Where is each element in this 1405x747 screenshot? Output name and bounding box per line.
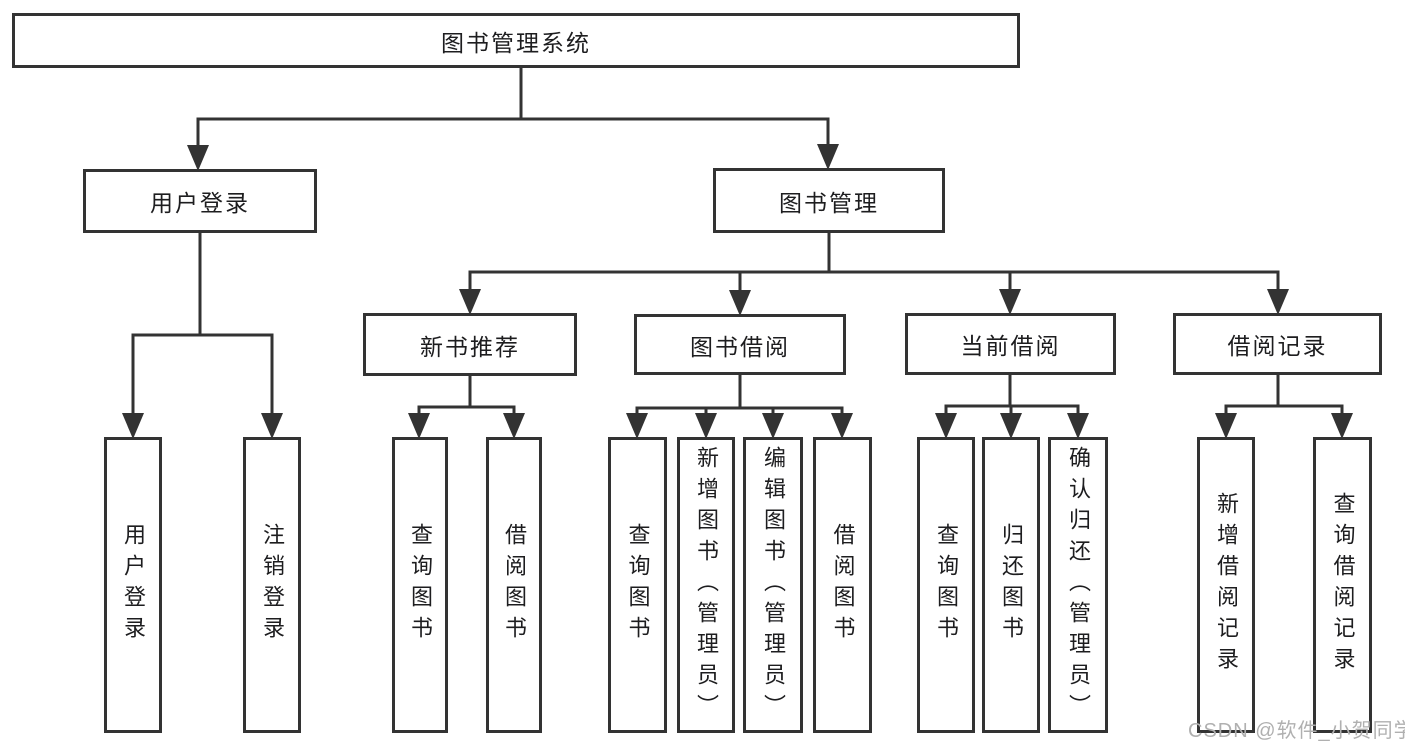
leaf-user-login-label: 用户登录 bbox=[121, 523, 146, 647]
leaf-edit-books-admin: 编辑图书（管理员） bbox=[743, 437, 803, 733]
node-new-book-recommend-label: 新书推荐 bbox=[420, 333, 520, 360]
leaf-confirm-return-admin: 确认归还（管理员） bbox=[1048, 437, 1108, 733]
leaf-logout: 注销登录 bbox=[243, 437, 301, 733]
leaf-borrow-books-label: 借阅图书 bbox=[830, 523, 856, 647]
node-current-borrow-label: 当前借阅 bbox=[960, 333, 1061, 359]
node-book-borrow: 图书借阅 bbox=[634, 314, 846, 375]
leaf-return-books: 归还图书 bbox=[982, 437, 1040, 733]
leaf-user-login: 用户登录 bbox=[104, 437, 162, 733]
arrowhead-icon bbox=[459, 289, 481, 315]
leaf-query-books-recommend-label: 查询图书 bbox=[408, 523, 433, 647]
arrowhead-icon bbox=[1267, 289, 1289, 315]
node-borrow-records: 借阅记录 bbox=[1173, 313, 1382, 375]
leaf-query-borrow-record-label: 查询借阅记录 bbox=[1330, 492, 1356, 678]
arrowhead-icon bbox=[999, 289, 1021, 315]
node-new-book-recommend: 新书推荐 bbox=[363, 313, 577, 376]
leaf-confirm-return-admin-label: 确认归还（管理员） bbox=[1066, 445, 1091, 725]
node-book-management-label: 图书管理 bbox=[779, 189, 879, 216]
leaf-borrow-books-recommend: 借阅图书 bbox=[486, 437, 542, 733]
node-borrow-records-label: 借阅记录 bbox=[1227, 333, 1328, 359]
arrowhead-icon bbox=[187, 145, 209, 171]
arrowhead-icon bbox=[122, 413, 144, 439]
arrowhead-icon bbox=[762, 413, 784, 439]
leaf-add-books-admin-label: 新增图书（管理员） bbox=[694, 445, 719, 725]
arrowhead-icon bbox=[1067, 413, 1089, 439]
node-root-label: 图书管理系统 bbox=[441, 29, 591, 56]
leaf-add-books-admin: 新增图书（管理员） bbox=[677, 437, 735, 733]
watermark: CSDN @软件_小贺同学 bbox=[1188, 720, 1405, 742]
leaf-edit-books-admin-label: 编辑图书（管理员） bbox=[761, 445, 786, 725]
node-book-borrow-label: 图书借阅 bbox=[690, 333, 790, 360]
arrowhead-icon bbox=[695, 413, 717, 439]
node-root: 图书管理系统 bbox=[12, 13, 1020, 68]
arrowhead-icon bbox=[503, 413, 525, 439]
node-user-login: 用户登录 bbox=[83, 169, 317, 233]
leaf-query-books-borrow-label: 查询图书 bbox=[625, 523, 651, 647]
leaf-borrow-books: 借阅图书 bbox=[813, 437, 872, 733]
arrowhead-icon bbox=[408, 413, 430, 439]
node-current-borrow: 当前借阅 bbox=[905, 313, 1116, 375]
arrowhead-icon bbox=[1000, 413, 1022, 439]
arrowhead-icon bbox=[831, 413, 853, 439]
node-book-management: 图书管理 bbox=[713, 168, 945, 233]
arrowhead-icon bbox=[1215, 413, 1237, 439]
arrowhead-icon bbox=[261, 413, 283, 439]
leaf-query-books-borrow: 查询图书 bbox=[608, 437, 667, 733]
arrowhead-icon bbox=[729, 290, 751, 316]
leaf-logout-label: 注销登录 bbox=[260, 523, 285, 647]
node-user-login-label: 用户登录 bbox=[150, 190, 250, 216]
arrowhead-icon bbox=[935, 413, 957, 439]
leaf-return-books-label: 归还图书 bbox=[999, 523, 1024, 647]
leaf-query-books-recommend: 查询图书 bbox=[392, 437, 448, 733]
leaf-add-borrow-record-label: 新增借阅记录 bbox=[1214, 492, 1239, 678]
leaf-add-borrow-record: 新增借阅记录 bbox=[1197, 437, 1255, 733]
leaf-query-books-current-label: 查询图书 bbox=[934, 523, 959, 647]
leaf-query-borrow-record: 查询借阅记录 bbox=[1313, 437, 1372, 733]
arrowhead-icon bbox=[1331, 413, 1353, 439]
arrowhead-icon bbox=[626, 413, 648, 439]
arrowhead-icon bbox=[817, 144, 839, 170]
leaf-borrow-books-recommend-label: 借阅图书 bbox=[502, 523, 527, 647]
leaf-query-books-current: 查询图书 bbox=[917, 437, 975, 733]
